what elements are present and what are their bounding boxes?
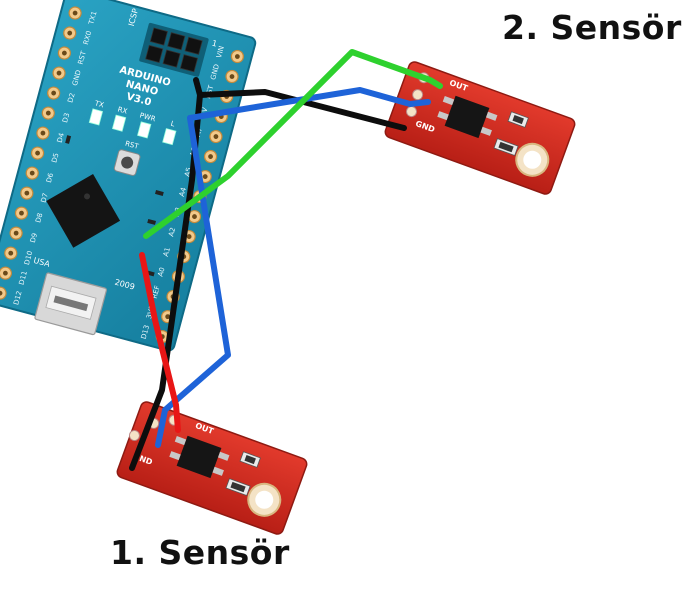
board-pin-hole <box>56 70 62 76</box>
sensor-1-chip <box>176 435 222 479</box>
board-pin-hole <box>29 170 35 176</box>
board-pin-label: D2 <box>66 92 76 104</box>
board-pin-label: 5V <box>199 106 209 117</box>
sensor-1-board: OUT GND <box>116 401 308 535</box>
board-pin-label: D5 <box>50 152 60 164</box>
sensor-2-pin-vcc <box>412 89 424 101</box>
board-pin-hole <box>35 150 40 156</box>
board-pin-hole <box>45 110 51 116</box>
board-pin-label: D4 <box>56 132 66 144</box>
board-pin-label: REF <box>151 285 162 300</box>
board-pin-label: RST <box>77 50 88 66</box>
wires <box>129 49 443 471</box>
board-pin-hole <box>40 130 46 136</box>
wire-black-sensor-2-gnd <box>193 77 407 131</box>
board-pin-label: D11 <box>18 270 29 286</box>
reset-button: RST <box>113 140 141 176</box>
board-pin-hole <box>202 174 208 179</box>
board-pin-hole <box>8 250 14 256</box>
board-pin-label: D13 <box>140 324 151 340</box>
wire-blue-sensor-2-vcc <box>187 87 431 121</box>
board-pin-hole <box>51 90 57 96</box>
board-pin-hole <box>213 134 219 139</box>
board-pin-hole <box>208 154 213 159</box>
board-pin-label: A5 <box>183 167 193 178</box>
board-pin-header-left <box>0 6 82 300</box>
led-rx <box>111 114 127 132</box>
board-pin-label: GND <box>209 63 221 81</box>
board-pin-label: TX1 <box>87 10 98 26</box>
board-pin-label: GND <box>71 69 83 87</box>
board-pin-label: D9 <box>29 232 39 244</box>
board-pin-label: RX0 <box>82 30 93 46</box>
board-pin-hole <box>72 10 78 16</box>
board-pin-label: D6 <box>45 172 55 184</box>
usb-connector: USA 2009 <box>33 256 136 336</box>
board-pin-hole <box>229 74 235 79</box>
wire-green-sensor-2-out <box>143 49 443 239</box>
board-pin-label: D8 <box>34 212 44 224</box>
led-tx-label: TX <box>93 99 105 109</box>
board-pin-label: D10 <box>23 250 34 266</box>
board-pin-label: D7 <box>40 192 50 204</box>
led-l-label: L <box>170 120 176 129</box>
sensor-2-caption: 2. Sensör <box>502 8 682 47</box>
microcontroller-chip <box>46 173 121 248</box>
wire-red-sensor-1-out <box>139 252 181 433</box>
sensor-1-pin-gnd <box>128 430 140 442</box>
usa-label: USA <box>33 256 52 269</box>
led-pwr-label: PWR <box>139 111 157 123</box>
led-pwr <box>137 121 152 139</box>
wire-blue-sensor-1-vcc <box>155 115 231 448</box>
sensor-2-chip <box>444 95 490 139</box>
board-pin-hole <box>3 270 8 276</box>
board-pin-hole <box>19 210 24 216</box>
board-pin-label: A0 <box>156 267 166 278</box>
board-pin-label: D3 <box>61 112 71 124</box>
led-l <box>162 128 177 146</box>
board-pin-hole <box>67 30 73 36</box>
board-pin-hole <box>13 230 19 236</box>
board-pin-hole <box>192 214 197 219</box>
sensor-2-pin-gnd <box>405 106 417 118</box>
board-pin-hole <box>24 190 30 196</box>
board-pin-hole <box>61 50 67 56</box>
led-tx <box>88 108 104 126</box>
board-pin-label: A2 <box>167 227 177 238</box>
pin1-label: 1 <box>211 39 218 49</box>
board-pin-label: A1 <box>162 247 172 258</box>
icsp-header: ICSP 1 <box>127 7 218 77</box>
reset-label: RST <box>124 140 140 151</box>
led-rx-label: RX <box>117 105 129 115</box>
sensor-2-board: OUT GND <box>384 61 576 195</box>
board-pin-hole <box>186 234 192 239</box>
board-pin-hole <box>0 290 3 296</box>
board-pin-hole <box>234 54 240 59</box>
board-leds: TX RX PWR L <box>88 99 177 146</box>
board-pin-label: VIN <box>215 45 226 59</box>
board-pin-label: D12 <box>12 290 23 306</box>
board-pin-label: A4 <box>178 186 188 198</box>
sensor-1-caption: 1. Sensör <box>110 533 290 572</box>
board-pin-hole <box>165 314 171 320</box>
